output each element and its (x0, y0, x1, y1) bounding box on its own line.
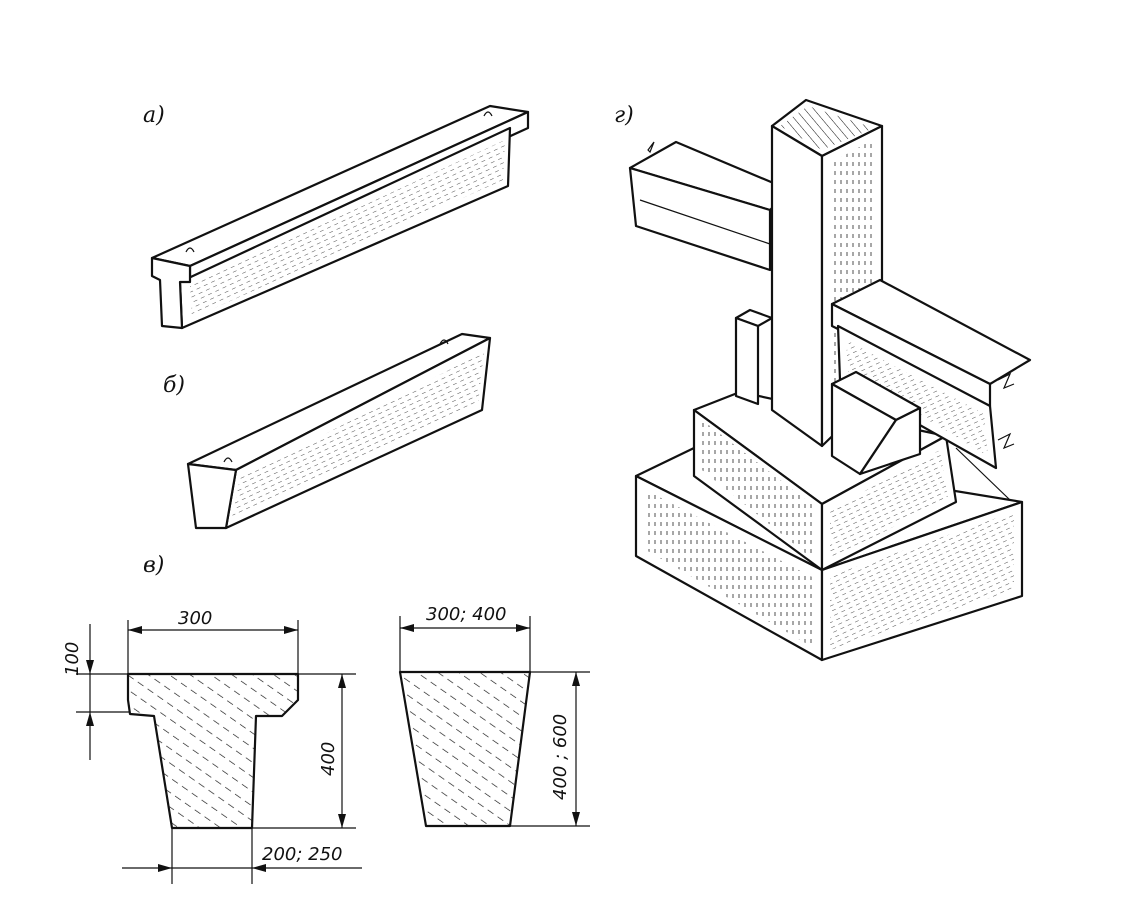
beam-t-section (150, 104, 530, 330)
label-b: б) (163, 373, 185, 398)
section-trapezoid (398, 616, 590, 828)
beam-trapezoid (186, 332, 492, 530)
dim-trap-height: 400 ; 600 (550, 714, 571, 800)
column-footing-assembly (628, 98, 1032, 662)
dim-t-bottom: 200; 250 (262, 844, 343, 865)
label-g: г) (614, 103, 634, 128)
label-a: а) (143, 103, 165, 128)
dim-t-flange: 100 (62, 642, 83, 676)
dim-t-top-width: 300 (178, 608, 212, 629)
dim-t-height: 400 (318, 742, 339, 776)
dim-trap-top: 300; 400 (426, 604, 507, 625)
label-v: в) (143, 553, 164, 578)
section-t (76, 620, 362, 884)
